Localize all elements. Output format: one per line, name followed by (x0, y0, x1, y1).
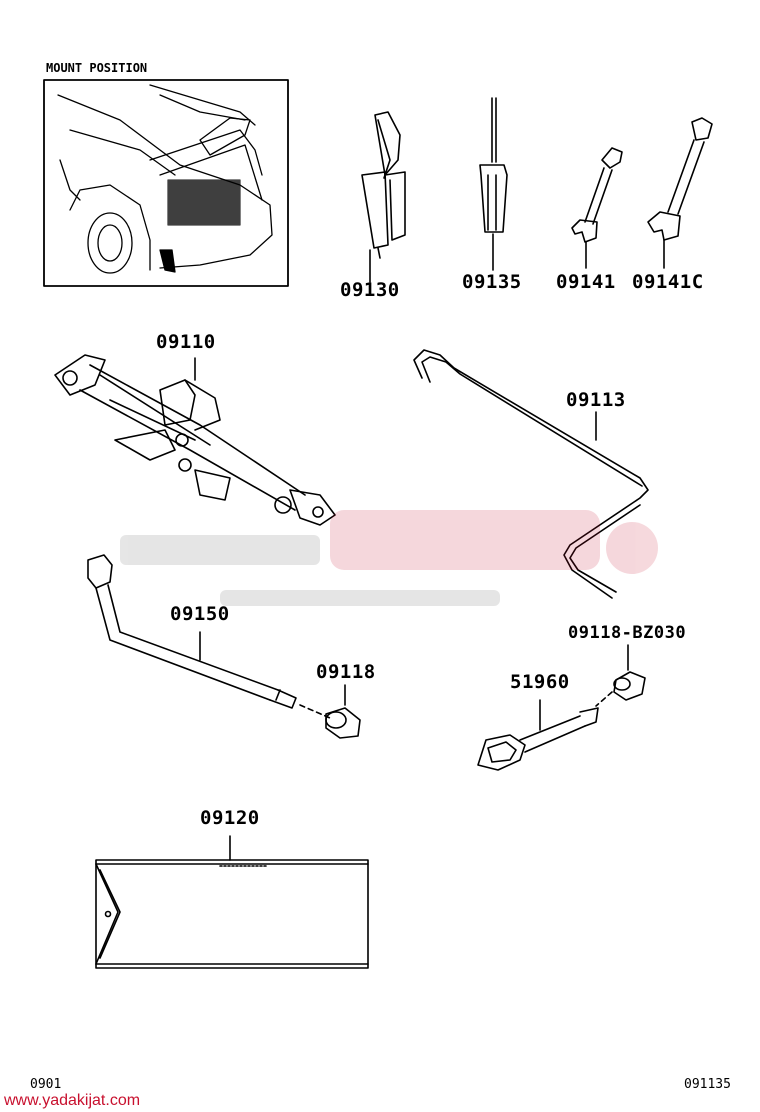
screwdriver-illustration (479, 97, 508, 271)
part-number-wrench-small: 09141 (556, 271, 616, 293)
part-number-screwdriver: 09135 (462, 271, 522, 293)
part-number-lug-wrench: 09150 (170, 603, 230, 625)
cap-illustration (299, 684, 361, 739)
part-number-jack: 09110 (156, 331, 216, 353)
pliers-illustration (361, 111, 406, 283)
wrench-small-illustration (571, 147, 623, 269)
footer-right-code: 091135 (684, 1077, 731, 1092)
car-illustration (57, 84, 273, 274)
mount-position-frame (43, 79, 289, 287)
lug-wrench-illustration (87, 554, 297, 709)
wrench-large-illustration (647, 117, 713, 269)
tool-bag-illustration (95, 835, 369, 969)
footer-left-code: 0901 (30, 1077, 62, 1092)
part-number-tool-bag: 09120 (200, 807, 260, 829)
watermark-logo (120, 510, 658, 606)
jack-illustration (54, 354, 336, 526)
part-number-jack-handle: 09113 (566, 389, 626, 411)
jack-handle-illustration (413, 349, 649, 599)
part-number-pliers: 09130 (340, 279, 400, 301)
watermark-url[interactable]: www.yadakijat.com (4, 1092, 141, 1109)
part-number-wrench-large: 09141C (632, 271, 704, 293)
towing-eye-illustration (477, 699, 599, 771)
part-number-towing-eye: 51960 (510, 671, 570, 693)
mount-position-label: MOUNT POSITION (46, 61, 148, 75)
part-number-cap-bz: 09118-BZ030 (568, 623, 687, 643)
cap-bz-illustration (595, 644, 646, 707)
part-number-cap: 09118 (316, 661, 376, 683)
